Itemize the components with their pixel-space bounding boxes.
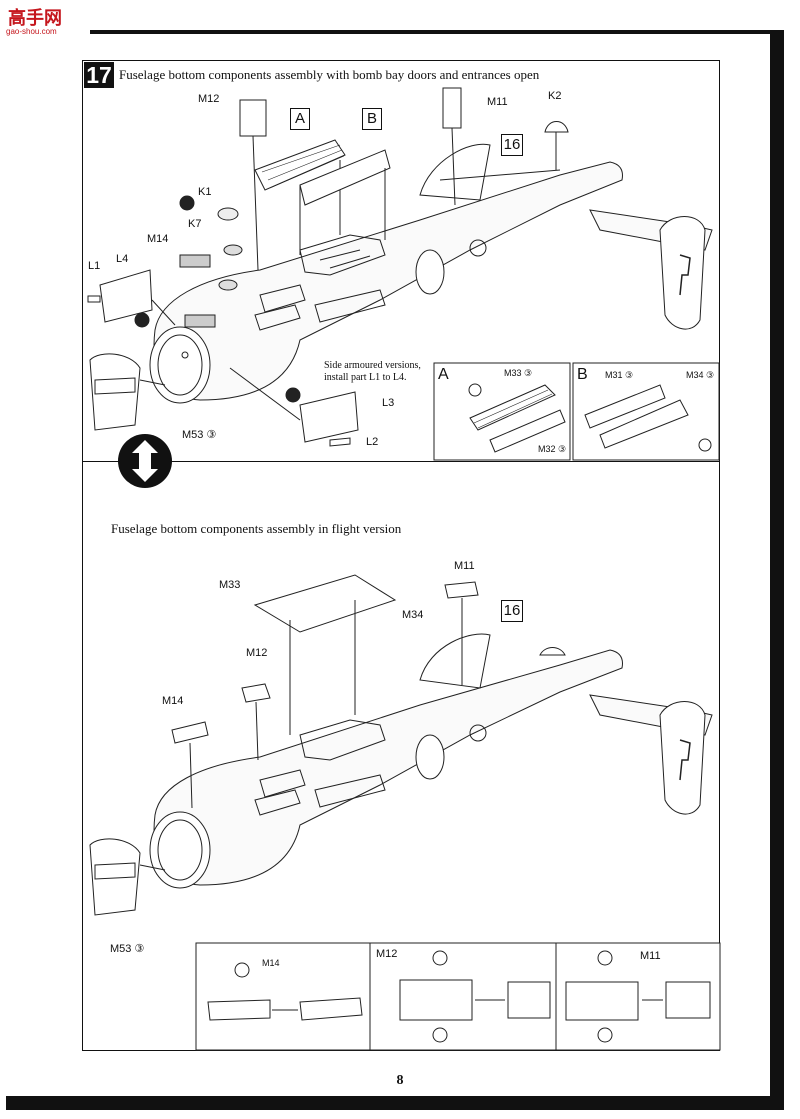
- part-m53-top: [89, 353, 166, 431]
- flight-label-m11: M11: [454, 560, 475, 572]
- detail-b-letter: B: [577, 366, 588, 383]
- part-m11-top: [442, 87, 462, 206]
- callout-box-a: A: [290, 108, 310, 130]
- flight-label-m33: M33: [219, 579, 241, 591]
- part-k2-top: [544, 121, 569, 170]
- label-m14: M14: [147, 233, 169, 245]
- part-m14-bottom: [171, 721, 209, 809]
- fuselage-bottom: [149, 633, 713, 889]
- small-parts-top: [87, 207, 359, 447]
- detail-b-m34: M34 ③: [686, 370, 715, 380]
- flight-label-m34: M34: [402, 609, 424, 621]
- detail-m12-label: M12: [376, 948, 398, 960]
- move-arrow-icon: [118, 434, 172, 488]
- ref-box-16-bottom: 16: [501, 600, 523, 622]
- detail-b-drawing: [584, 384, 712, 452]
- detail-m12-drawing: [399, 950, 551, 1043]
- label-l2: L2: [366, 436, 379, 448]
- part-m53-bottom: [89, 838, 166, 916]
- page-frame-top: [90, 30, 784, 34]
- ref-box-16-top: 16: [501, 134, 523, 156]
- armoured-note-line2: install part L1 to L4.: [324, 372, 407, 383]
- page-frame: [6, 30, 784, 1110]
- callout-box-b: B: [362, 108, 382, 130]
- flight-title: Fuselage bottom components assembly in f…: [111, 521, 402, 536]
- step-title: Fuselage bottom components assembly with…: [119, 67, 540, 82]
- flight-label-m12: M12: [246, 647, 268, 659]
- detail-a-letter: A: [438, 366, 449, 383]
- part-a-mesh-top: [254, 139, 346, 255]
- fuselage-top: [149, 143, 713, 404]
- site-logo-url: gao-shou.com: [6, 27, 57, 36]
- part-m12-bottom: [241, 683, 271, 761]
- label-l4: L4: [116, 253, 129, 265]
- flight-label-m14: M14: [162, 695, 184, 707]
- detail-m14-drawing: [207, 962, 363, 1021]
- page-number: 8: [396, 1073, 404, 1088]
- detail-b-m31: M31 ③: [605, 370, 634, 380]
- label-l3: L3: [382, 397, 395, 409]
- part-m11-bottom: [444, 581, 479, 685]
- armoured-note-line1: Side armoured versions,: [324, 360, 421, 371]
- detail-a-drawing: [468, 383, 566, 453]
- flight-label-m53: M53 ③: [110, 943, 145, 955]
- part-b-door-top: [299, 149, 391, 240]
- label-m11: M11: [487, 96, 508, 108]
- detail-a-m33: M33 ③: [504, 368, 533, 378]
- label-l1: L1: [88, 260, 101, 272]
- part-m33-m34-bottom: [253, 574, 397, 735]
- detail-m14-label: M14: [262, 958, 280, 968]
- detail-m11-drawing: [565, 950, 711, 1043]
- label-m12: M12: [198, 93, 220, 105]
- detail-a-m32: M32 ③: [538, 444, 567, 454]
- label-k7: K7: [188, 218, 202, 230]
- armoured-note: Side armoured versions, install part L1 …: [324, 360, 421, 384]
- label-m53-top: M53 ③: [182, 429, 217, 441]
- label-k2: K2: [548, 90, 562, 102]
- step-number: 17: [84, 62, 114, 88]
- label-k1: K1: [198, 186, 212, 198]
- site-logo: 高手网: [8, 8, 62, 29]
- part-m12-top: [239, 99, 267, 271]
- detail-m11-label: M11: [640, 950, 661, 962]
